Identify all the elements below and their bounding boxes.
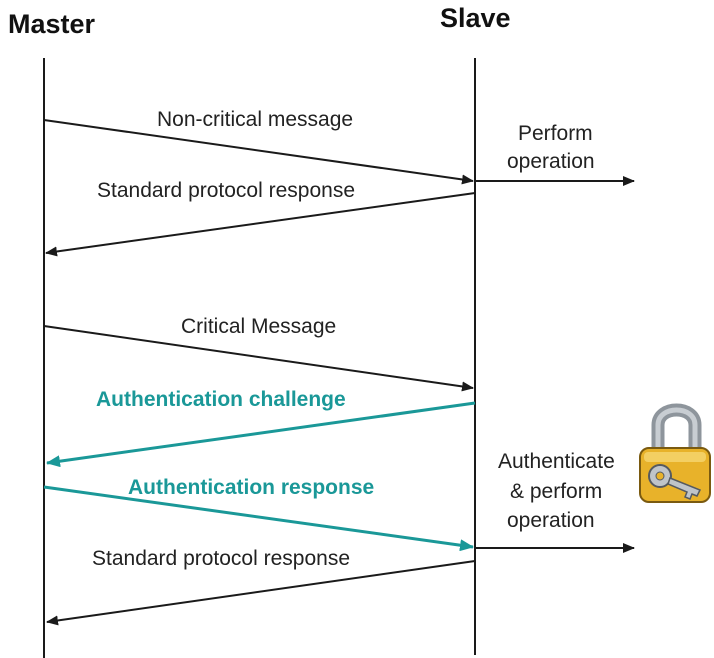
auth-response-label: Authentication response	[128, 476, 374, 499]
non-critical-arrow	[43, 119, 474, 185]
auth-challenge-label: Authentication challenge	[96, 388, 346, 411]
perform-note-line1: Perform	[518, 122, 593, 145]
non-critical-label: Non-critical message	[157, 108, 353, 131]
slave-title: Slave	[440, 3, 511, 33]
padlock-icon	[639, 403, 711, 503]
auth-challenge-arrow	[46, 401, 476, 468]
perform-note-line2: operation	[507, 150, 595, 173]
master-title: Master	[8, 9, 96, 39]
auth-perform-note-line2: & perform	[510, 480, 602, 503]
standard-response-arrow-1	[45, 192, 476, 257]
critical-message-label: Critical Message	[181, 315, 336, 338]
standard-response-label-1: Standard protocol response	[97, 179, 355, 202]
auth-response-arrow	[43, 485, 474, 552]
auth-perform-note-line3: operation	[507, 509, 595, 532]
critical-message-arrow	[43, 325, 474, 392]
standard-response-arrow-2	[46, 560, 476, 626]
standard-response-label-2: Standard protocol response	[92, 547, 350, 570]
auth-perform-note-line1: Authenticate	[498, 450, 615, 473]
